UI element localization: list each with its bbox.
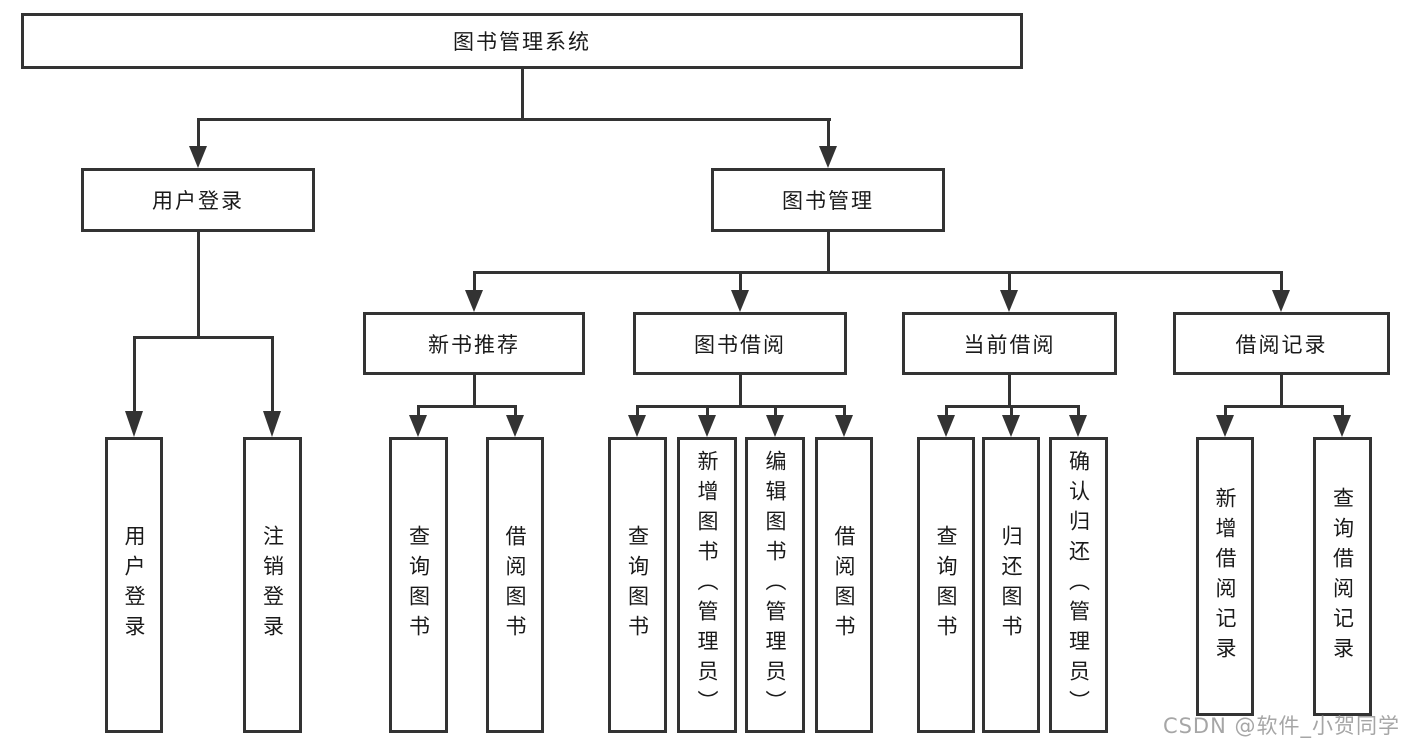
- connector-line: [133, 336, 274, 339]
- node-current-borrowing-label: 当前借阅: [963, 332, 1056, 357]
- connector-line: [197, 232, 200, 336]
- leaf-cb-query-books-label: 查询图书: [934, 525, 958, 645]
- arrowhead-icon: [1000, 290, 1018, 312]
- leaf-bb-query-books-label: 查询图书: [625, 525, 650, 645]
- arrowhead-icon: [1002, 415, 1020, 437]
- arrowhead-icon: [628, 415, 646, 437]
- arrowhead-icon: [766, 415, 784, 437]
- connector-line: [1224, 405, 1343, 408]
- leaf-bb-add-books-admin-label: 新增图书（管理员）: [695, 450, 719, 720]
- connector-line: [739, 375, 742, 405]
- leaf-bb-edit-books-admin: 编辑图书（管理员）: [745, 437, 805, 733]
- node-book-management: 图书管理: [711, 168, 945, 232]
- node-new-book-recommend: 新书推荐: [363, 312, 585, 375]
- leaf-cb-return-books: 归还图书: [982, 437, 1040, 733]
- connector-line: [1077, 405, 1080, 415]
- connector-line: [706, 405, 709, 415]
- leaf-bb-borrow-books-label: 借阅图书: [832, 525, 856, 645]
- connector-line: [843, 405, 846, 415]
- arrowhead-icon: [835, 415, 853, 437]
- leaf-user-login-label: 用户登录: [122, 525, 146, 645]
- connector-line: [1010, 405, 1013, 415]
- node-borrowing-records: 借阅记录: [1173, 312, 1390, 375]
- arrowhead-icon: [698, 415, 716, 437]
- arrowhead-icon: [731, 290, 749, 312]
- arrowhead-icon: [1272, 290, 1290, 312]
- arrowhead-icon: [465, 290, 483, 312]
- arrowhead-icon: [263, 411, 281, 437]
- csdn-watermark: CSDN @软件_小贺同学: [1162, 714, 1400, 738]
- node-book-borrowing: 图书借阅: [633, 312, 847, 375]
- leaf-bb-edit-books-admin-label: 编辑图书（管理员）: [763, 450, 787, 720]
- connector-line: [417, 405, 517, 408]
- node-book-management-label: 图书管理: [782, 189, 874, 213]
- leaf-br-add-record: 新增借阅记录: [1196, 437, 1254, 716]
- connector-line: [514, 405, 517, 415]
- connector-line: [1280, 375, 1283, 405]
- node-root-label: 图书管理系统: [453, 30, 591, 54]
- connector-line: [1280, 271, 1283, 290]
- node-current-borrowing: 当前借阅: [902, 312, 1117, 375]
- connector-line: [636, 405, 845, 408]
- connector-line: [1008, 375, 1011, 405]
- leaf-br-add-record-label: 新增借阅记录: [1213, 486, 1237, 667]
- arrowhead-icon: [937, 415, 955, 437]
- node-borrowing-records-label: 借阅记录: [1235, 332, 1328, 357]
- connector-line: [271, 336, 274, 411]
- connector-line: [739, 271, 742, 290]
- leaf-nb-query-books-label: 查询图书: [406, 525, 431, 645]
- connector-line: [473, 271, 476, 290]
- connector-line: [945, 405, 948, 415]
- leaf-nb-borrow-books: 借阅图书: [486, 437, 544, 733]
- leaf-br-query-record-label: 查询借阅记录: [1330, 486, 1355, 667]
- node-new-book-recommend-label: 新书推荐: [428, 332, 520, 357]
- leaf-logout-label: 注销登录: [260, 525, 285, 645]
- node-book-borrowing-label: 图书借阅: [694, 332, 786, 357]
- node-user-login: 用户登录: [81, 168, 315, 232]
- leaf-bb-borrow-books: 借阅图书: [815, 437, 873, 733]
- leaf-logout: 注销登录: [243, 437, 302, 733]
- connector-line: [1008, 271, 1011, 290]
- connector-line: [636, 405, 639, 415]
- leaf-br-query-record: 查询借阅记录: [1313, 437, 1372, 716]
- leaf-cb-return-books-label: 归还图书: [999, 525, 1023, 645]
- arrowhead-icon: [1333, 415, 1351, 437]
- arrowhead-icon: [1216, 415, 1234, 437]
- connector-line: [473, 375, 476, 405]
- connector-line: [197, 118, 831, 121]
- arrowhead-icon: [1069, 415, 1087, 437]
- connector-line: [521, 69, 524, 118]
- arrowhead-icon: [189, 146, 207, 168]
- leaf-bb-add-books-admin: 新增图书（管理员）: [677, 437, 737, 733]
- node-user-login-label: 用户登录: [152, 189, 244, 213]
- leaf-nb-borrow-books-label: 借阅图书: [503, 525, 527, 645]
- leaf-nb-query-books: 查询图书: [389, 437, 448, 733]
- leaf-cb-query-books: 查询图书: [917, 437, 975, 733]
- connector-line: [1224, 405, 1227, 415]
- arrowhead-icon: [125, 411, 143, 437]
- node-root: 图书管理系统: [21, 13, 1023, 69]
- connector-line: [417, 405, 420, 415]
- arrowhead-icon: [409, 415, 427, 437]
- arrowhead-icon: [506, 415, 524, 437]
- leaf-cb-confirm-return-admin: 确认归还（管理员）: [1049, 437, 1108, 733]
- connector-line: [827, 118, 830, 146]
- connector-line: [133, 336, 136, 411]
- connector-line: [473, 271, 1283, 274]
- leaf-bb-query-books: 查询图书: [608, 437, 667, 733]
- connector-line: [1341, 405, 1344, 415]
- leaf-cb-confirm-return-admin-label: 确认归还（管理员）: [1066, 450, 1091, 720]
- connector-line: [827, 232, 830, 271]
- connector-line: [774, 405, 777, 415]
- arrowhead-icon: [819, 146, 837, 168]
- leaf-user-login: 用户登录: [105, 437, 163, 733]
- connector-line: [197, 118, 200, 146]
